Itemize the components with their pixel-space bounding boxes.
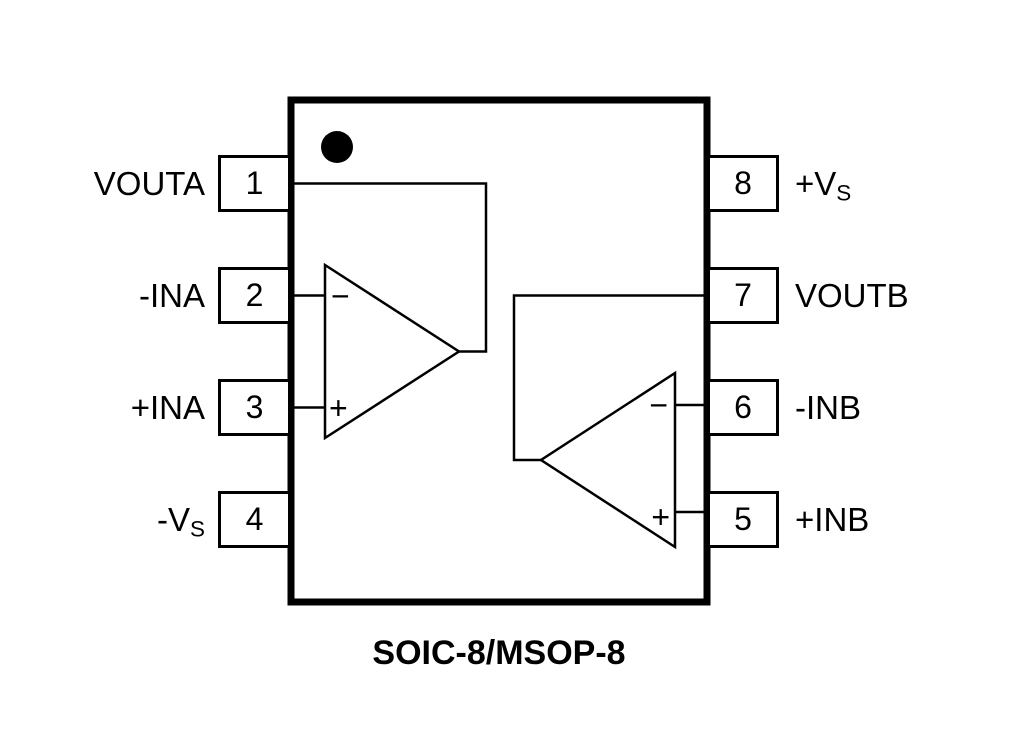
pin-1-box: 1: [218, 155, 291, 212]
pin-1-number: 1: [245, 165, 264, 201]
pin-8-label-text: +V: [795, 165, 837, 202]
pin-7-label-text: VOUTB: [795, 277, 909, 314]
pin-5-number: 5: [734, 501, 752, 537]
opamp-a-minus-sign: −: [331, 278, 350, 314]
pin-5-label-text: +INB: [795, 501, 870, 538]
pin-8-number: 8: [734, 165, 752, 201]
pin-6-label-text: -INB: [795, 389, 861, 426]
pin-5-box: 5: [707, 491, 779, 548]
pin-1-indicator-dot: [321, 131, 353, 163]
pin-7-number: 7: [734, 277, 752, 313]
pin-7-box: 7: [707, 267, 779, 324]
pin-6-number: 6: [734, 389, 752, 425]
pin-7-label: VOUTB: [795, 267, 909, 324]
opamp-b-output-wire: [512, 294, 707, 462]
pin-2-number: 2: [245, 277, 264, 313]
pin-4-label-text: -V: [157, 501, 191, 538]
opamp-a-triangle: [323, 262, 462, 441]
pin-8-label: +VS: [795, 155, 851, 212]
pin-3-label: +INA: [0, 379, 205, 436]
pin-2-box: 2: [218, 267, 291, 324]
opamp-b-plus-sign: +: [651, 499, 670, 535]
pin-4-number: 4: [245, 501, 264, 537]
pin-6-box: 6: [707, 379, 779, 436]
pin-1-label-text: VOUTA: [93, 165, 205, 202]
pin-6-label: -INB: [795, 379, 861, 436]
pin-8-box: 8: [707, 155, 779, 212]
opamp-a-plus-sign: +: [329, 390, 348, 426]
pin-3-box: 3: [218, 379, 291, 436]
pin-2-label-text: -INA: [139, 277, 205, 314]
pin-5-label: +INB: [795, 491, 869, 548]
pin-1-label: VOUTA: [0, 155, 205, 212]
pin-3-number: 3: [245, 389, 264, 425]
package-caption: SOIC-8/MSOP-8: [372, 634, 626, 672]
pin-4-box: 4: [218, 491, 291, 548]
pin-2-label: -INA: [0, 267, 205, 324]
opamp-b-minus-sign: −: [649, 387, 668, 423]
pin-8-label-subscript: S: [836, 180, 852, 206]
opamp-a-output-wire: [291, 182, 488, 353]
pin-4-label-subscript: S: [190, 516, 205, 542]
opamp-b-triangle: [538, 370, 677, 550]
pin-4-label: -VS: [0, 491, 205, 548]
pin-3-label-text: +INA: [130, 389, 205, 426]
